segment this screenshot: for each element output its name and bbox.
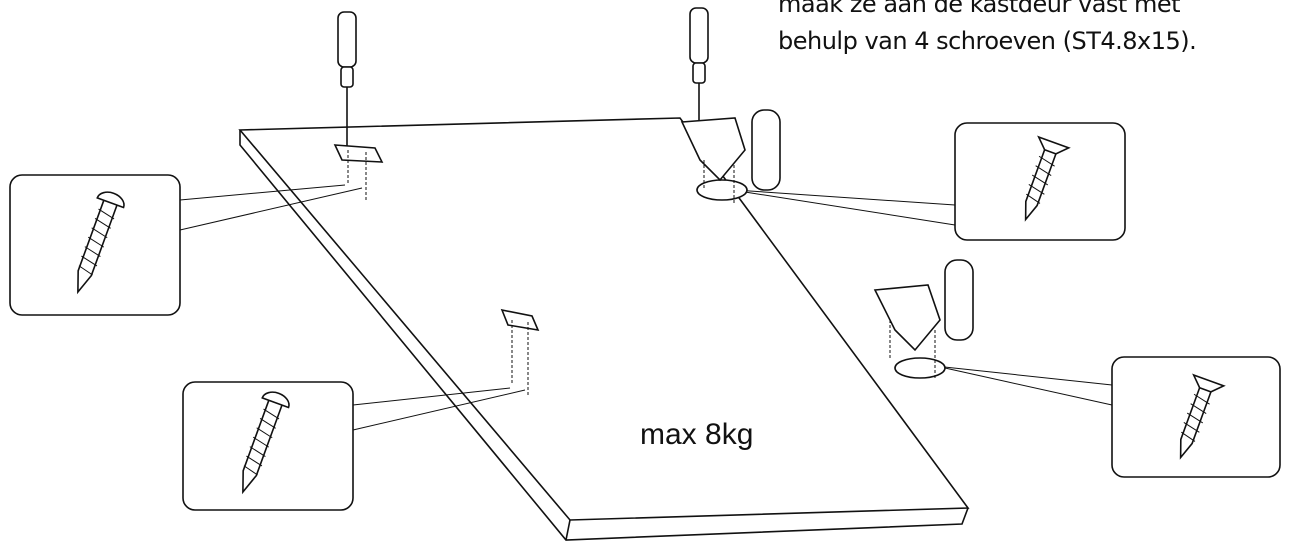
countersunk-screw-icon xyxy=(1024,135,1071,222)
pan-head-screw-icon xyxy=(242,391,290,495)
instruction-line-1: maak ze aan de kastdeur vast met xyxy=(778,0,1181,18)
screwdriver-icon xyxy=(689,7,709,140)
instruction-line-2: behulp van 4 schroeven (ST4.8x15). xyxy=(778,27,1197,55)
callout-countersunk-screw-bottom-right xyxy=(1111,356,1281,478)
callout-countersunk-screw-top-right xyxy=(954,122,1126,241)
callout-pan-head-screw-top-left xyxy=(9,174,181,316)
max-weight-label: max 8kg xyxy=(640,418,754,451)
callout-pan-head-screw-bottom-left xyxy=(182,381,354,511)
hinge-icon xyxy=(873,259,974,380)
pan-head-screw-icon xyxy=(77,191,125,295)
instruction-text: maak ze aan de kastdeur vast met behulp … xyxy=(778,0,1197,60)
countersunk-screw-icon xyxy=(1179,373,1226,460)
screwdriver-icon xyxy=(337,11,357,150)
callout-lines xyxy=(179,184,1113,431)
mounting-plate-icon xyxy=(500,308,540,395)
cabinet-door-panel xyxy=(238,117,970,541)
mounting-plate-icon xyxy=(333,144,384,200)
hinge-icon xyxy=(680,109,781,205)
